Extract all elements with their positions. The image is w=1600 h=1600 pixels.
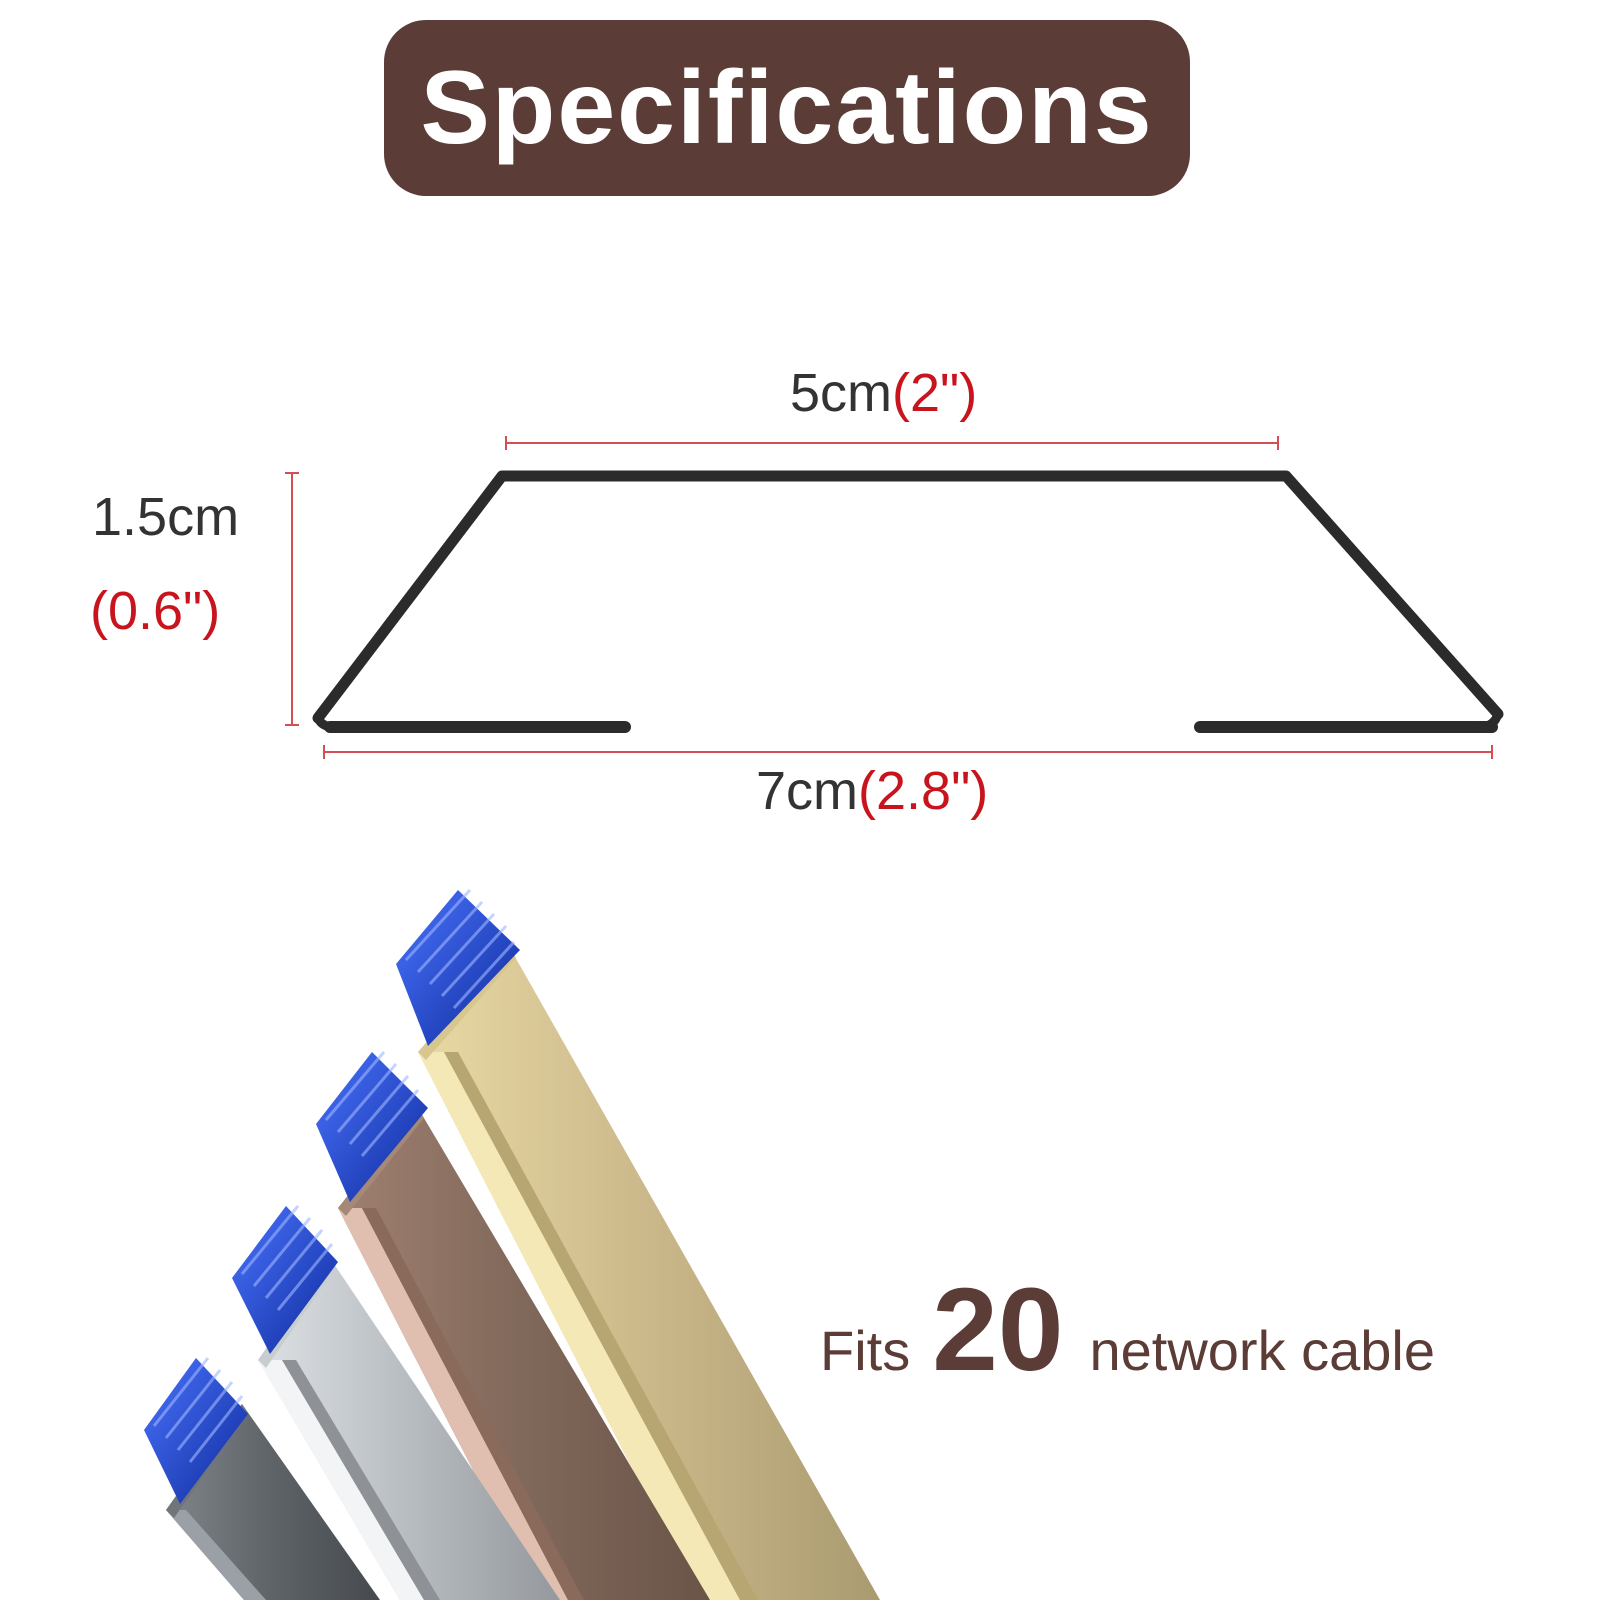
profile-outline: [312, 470, 1504, 733]
bottom-dimension-line: [323, 745, 1493, 759]
title-banner: Specifications: [384, 20, 1190, 196]
top-width-imperial: (2"): [892, 363, 978, 423]
capacity-count: 20: [932, 1264, 1064, 1396]
top-width-metric: 5cm: [790, 363, 893, 423]
cable-bundle: [144, 1357, 248, 1504]
top-dimension-line: [505, 436, 1279, 450]
height-dimension-line: [285, 472, 299, 726]
raceway-dark-gray: [144, 1357, 380, 1600]
raceway-brown: [316, 1051, 710, 1600]
bottom-width-label: 7cm(2.8"): [756, 764, 988, 818]
page-title: Specifications: [420, 49, 1154, 166]
cable-bundle: [396, 888, 520, 1046]
capacity-prefix: Fits: [820, 1319, 911, 1382]
cable-bundle: [232, 1205, 338, 1354]
bottom-width-metric: 7cm: [756, 761, 859, 821]
raceway-silver: [232, 1205, 560, 1600]
height-label-metric: 1.5cm: [92, 487, 240, 547]
top-width-label: 5cm(2"): [790, 366, 977, 420]
capacity-text: Fits 20 network cable: [820, 1262, 1435, 1398]
bottom-width-imperial: (2.8"): [858, 761, 989, 821]
capacity-suffix: network cable: [1089, 1319, 1435, 1382]
cable-bundle: [316, 1051, 428, 1202]
height-label-imperial: (0.6"): [90, 581, 221, 641]
raceway-gold: [396, 888, 880, 1600]
